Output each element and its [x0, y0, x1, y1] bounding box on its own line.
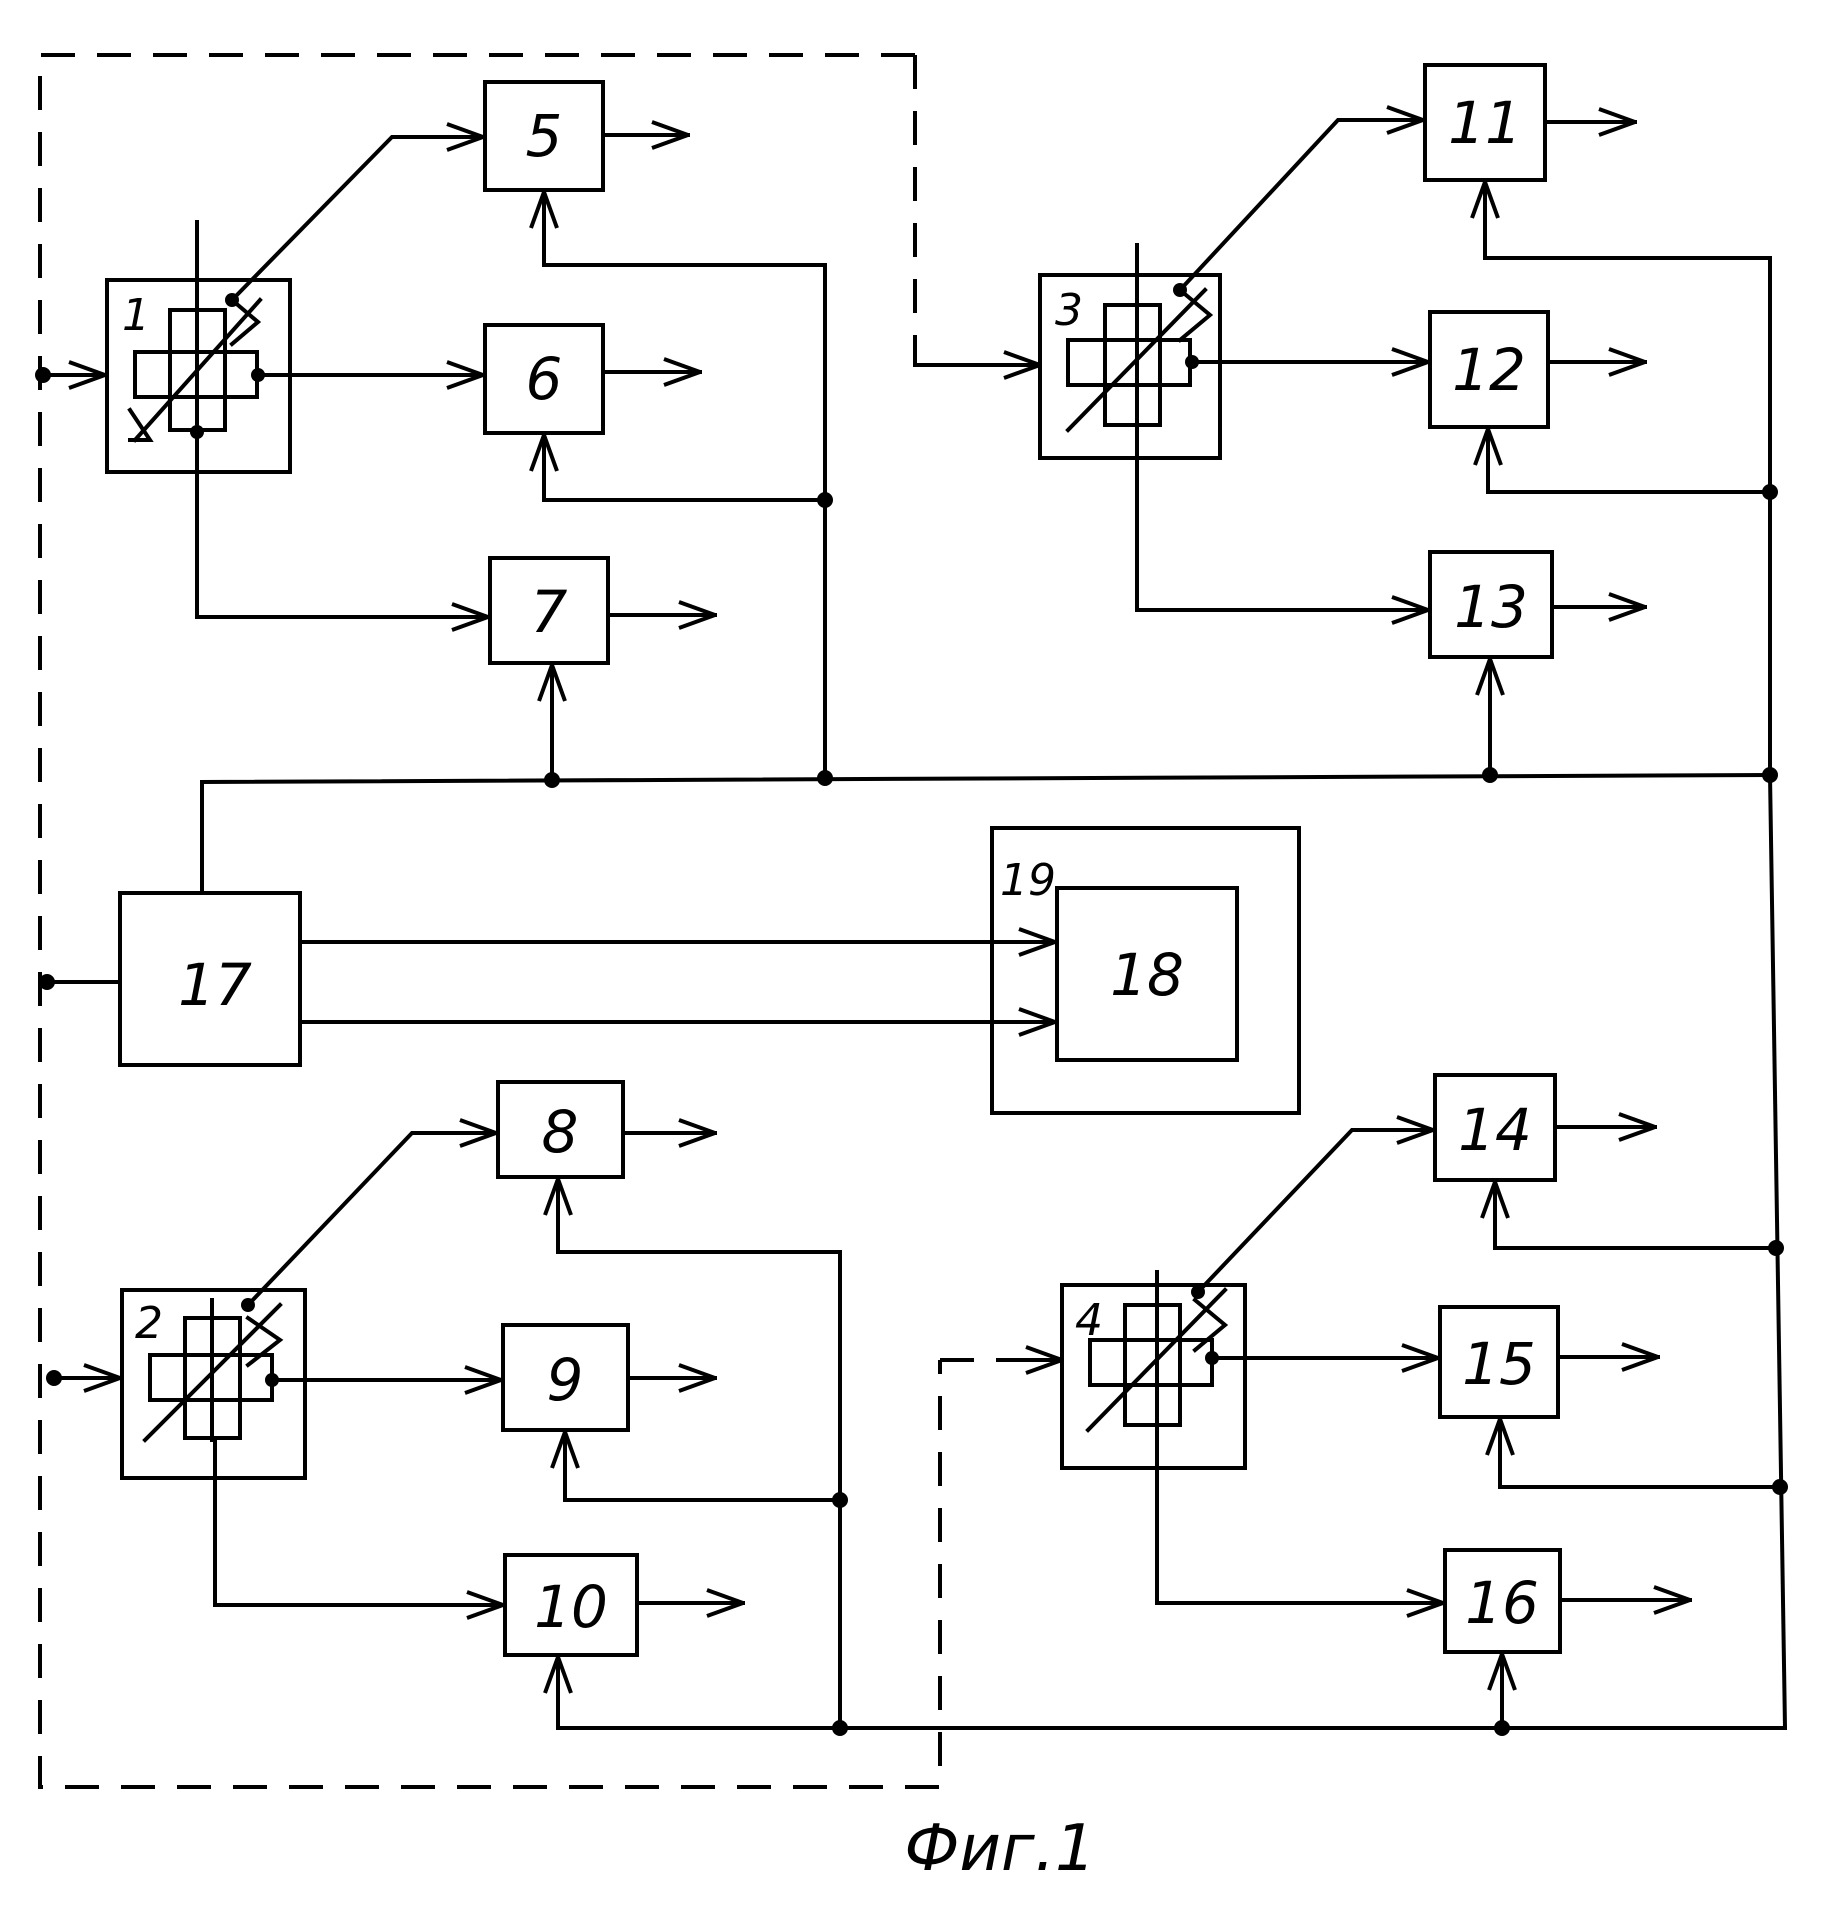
- block-label-12: 12: [1452, 336, 1526, 404]
- block-label-11: 11: [1448, 89, 1522, 157]
- block-label-16: 16: [1465, 1569, 1539, 1637]
- splitter-2-outputs: [215, 1133, 503, 1605]
- block-10: 10: [505, 1555, 637, 1655]
- block-15: 15: [1440, 1307, 1558, 1417]
- block-13: 13: [1430, 552, 1552, 657]
- dashed-enclosure: [40, 55, 1020, 1787]
- block-11: 11: [1425, 65, 1545, 180]
- block-18: 18: [1057, 888, 1237, 1060]
- block-label-15: 15: [1462, 1330, 1536, 1398]
- splitter-4-outputs: [1157, 1130, 1443, 1603]
- block-6: 6: [485, 325, 603, 433]
- block-12: 12: [1430, 312, 1548, 427]
- splitter-1-outputs: [190, 137, 488, 617]
- block-label-7: 7: [531, 578, 568, 646]
- block-label-4: 4: [1075, 1295, 1103, 1346]
- block-16: 16: [1445, 1550, 1560, 1652]
- block-label-19: 19: [1000, 855, 1056, 906]
- block-label-6: 6: [526, 345, 563, 413]
- block-label-14: 14: [1458, 1096, 1532, 1164]
- block-label-13: 13: [1454, 573, 1528, 641]
- block-14: 14: [1435, 1075, 1555, 1180]
- block-8: 8: [498, 1082, 623, 1177]
- links-17-to-18: [300, 942, 1055, 1022]
- block-9: 9: [503, 1325, 628, 1430]
- block-label-9: 9: [547, 1346, 584, 1414]
- splitter-block-4: 4: [1062, 1272, 1245, 1468]
- splitter-3-outputs: [1137, 120, 1428, 610]
- block-label-3: 3: [1055, 285, 1083, 336]
- block-label-2: 2: [135, 1298, 163, 1349]
- block-label-17: 17: [178, 951, 252, 1019]
- external-inputs: [35, 367, 120, 1386]
- block-17: 17: [120, 893, 300, 1065]
- figure-caption: Фиг.1: [904, 1812, 1095, 1886]
- block-label-8: 8: [542, 1098, 579, 1166]
- block-label-5: 5: [526, 102, 563, 170]
- control-bus: [202, 182, 1788, 1736]
- block-label-18: 18: [1110, 941, 1184, 1009]
- block-label-10: 10: [534, 1573, 608, 1641]
- block-7: 7: [490, 558, 608, 663]
- block-5: 5: [485, 82, 603, 190]
- block-label-1: 1: [122, 290, 150, 341]
